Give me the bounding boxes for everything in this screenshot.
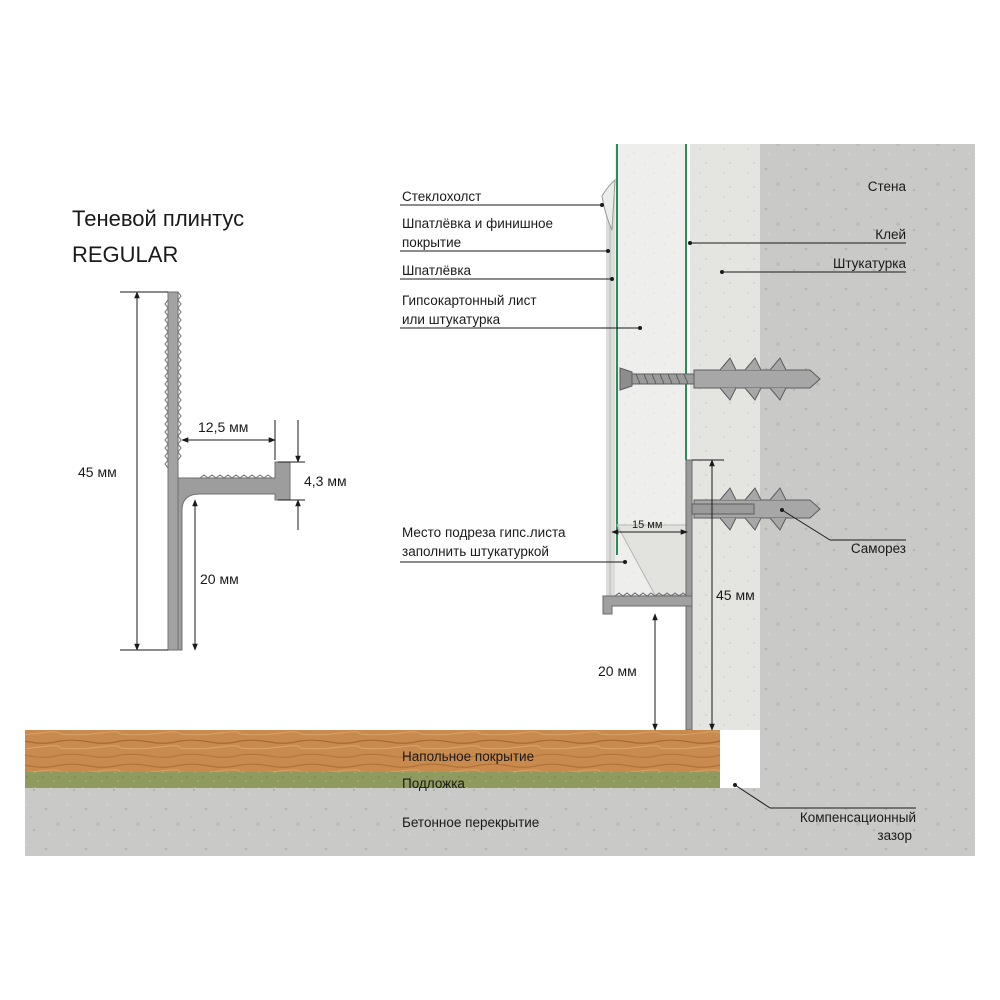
concrete-slab	[25, 788, 975, 856]
section-cut-dim: 15 мм	[632, 519, 662, 531]
profile-cross-section	[120, 291, 305, 651]
profile-height-dim: 45 мм	[78, 464, 117, 480]
label-underlay: Подложка	[402, 776, 465, 791]
profile-lip-height-dim: 4,3 мм	[304, 473, 347, 489]
label-gap-1: Компенсационный	[800, 810, 916, 825]
diagram-title-line1: Теневой плинтус	[72, 206, 244, 231]
label-putty-finish-1: Шпатлёвка и финишное	[402, 216, 553, 231]
section-gap-dim: 20 мм	[598, 663, 637, 679]
label-gypsum-2: или штукатурка	[402, 312, 501, 327]
label-cut-2: заполнить штукатуркой	[402, 544, 549, 559]
label-flooring: Напольное покрытие	[402, 749, 534, 764]
label-gap-2: зазор	[877, 828, 912, 843]
plaster-layer	[690, 144, 760, 730]
section-height-dim: 45 мм	[716, 587, 755, 603]
underlay	[25, 772, 720, 788]
diagram-title-line2: REGULAR	[72, 242, 178, 267]
profile-gap-dim: 20 мм	[200, 571, 239, 587]
label-cut-1: Место подреза гипс.листа	[402, 525, 566, 540]
label-glue: Клей	[875, 227, 906, 242]
label-plaster: Штукатурка	[833, 256, 907, 271]
concrete-wall	[760, 144, 975, 788]
label-screw: Саморез	[851, 541, 906, 556]
profile-shelf-width-dim: 12,5 мм	[198, 419, 248, 435]
screw-lower	[691, 487, 821, 531]
label-putty-finish-2: покрытие	[402, 235, 461, 250]
label-slab: Бетонное перекрытие	[402, 815, 539, 830]
glass-fabric-peel	[601, 178, 616, 231]
expansion-gap	[720, 730, 760, 788]
label-gypsum-1: Гипсокартонный лист	[402, 293, 537, 308]
label-putty: Шпатлёвка	[402, 263, 472, 278]
screw-upper	[619, 357, 821, 401]
label-wall: Стена	[868, 179, 907, 194]
label-glass-fabric: Стеклохолст	[402, 189, 481, 204]
floor-covering	[25, 730, 720, 772]
